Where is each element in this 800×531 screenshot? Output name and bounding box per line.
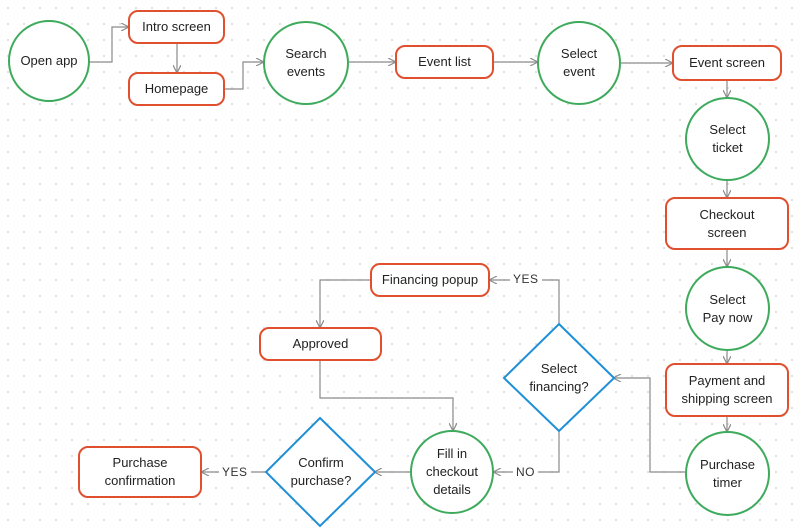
event-list-label: Event list [418, 54, 471, 69]
confirm-purchase-diamond [264, 416, 377, 528]
homepage-node: Homepage [128, 72, 225, 106]
select-ticket-label: Select ticket [709, 122, 746, 155]
checkout-screen-node: Checkout screen [665, 197, 789, 250]
event-list-node: Event list [395, 45, 494, 79]
fill-checkout-label: Fill in checkout details [425, 446, 479, 497]
edge-timer-to-selectfinancing [614, 378, 685, 473]
event-screen-node: Event screen [672, 45, 782, 81]
select-pay-now-label: Select Pay now [702, 291, 753, 325]
open-app-node: Open app [8, 20, 90, 102]
select-financing-text: Select financing? [514, 350, 604, 406]
purchase-timer-label: Purchase timer [700, 456, 755, 490]
search-events-label: Search events [285, 46, 327, 79]
purchase-confirmation-label: Purchase confirmation [104, 455, 176, 488]
edge-approved-to-fill [319, 361, 453, 430]
select-financing-label: Select financing? [529, 361, 589, 394]
checkout-screen-label: Checkout screen [699, 206, 755, 240]
edge-popup-to-approved [320, 279, 370, 327]
search-events-node: Search events [263, 21, 349, 105]
payment-shipping-label: Payment and shipping screen [681, 373, 773, 406]
select-ticket-node: Select ticket [685, 97, 770, 181]
select-financing-diamond [502, 322, 616, 433]
payment-shipping-node: Payment and shipping screen [665, 363, 789, 417]
purchase-timer-node: Purchase timer [685, 431, 770, 516]
fill-checkout-node: Fill in checkout details [410, 430, 494, 514]
confirm-yes-label: YES [219, 465, 251, 479]
event-screen-label: Event screen [689, 55, 765, 70]
financing-no-label: NO [513, 465, 538, 479]
confirm-purchase-label: Confirm purchase? [290, 455, 352, 488]
purchase-confirmation-node: Purchase confirmation [78, 446, 202, 498]
financing-yes-label: YES [510, 272, 542, 286]
open-app-label: Open app [20, 53, 78, 68]
approved-label: Approved [292, 336, 349, 351]
edge-open-app-to-intro [90, 27, 128, 63]
edge-homepage-to-search [225, 62, 263, 90]
financing-popup-node: Financing popup [370, 263, 490, 297]
homepage-label: Homepage [144, 81, 209, 96]
confirm-purchase-text: Confirm purchase? [276, 444, 366, 500]
intro-screen-label: Intro screen [142, 19, 211, 34]
edge-financing-yes [490, 280, 560, 324]
select-pay-now-node: Select Pay now [685, 266, 770, 351]
select-event-label: Select event [560, 46, 598, 79]
select-event-node: Select event [537, 21, 621, 105]
intro-screen-node: Intro screen [128, 10, 225, 44]
financing-popup-label: Financing popup [381, 272, 479, 287]
approved-node: Approved [259, 327, 382, 361]
